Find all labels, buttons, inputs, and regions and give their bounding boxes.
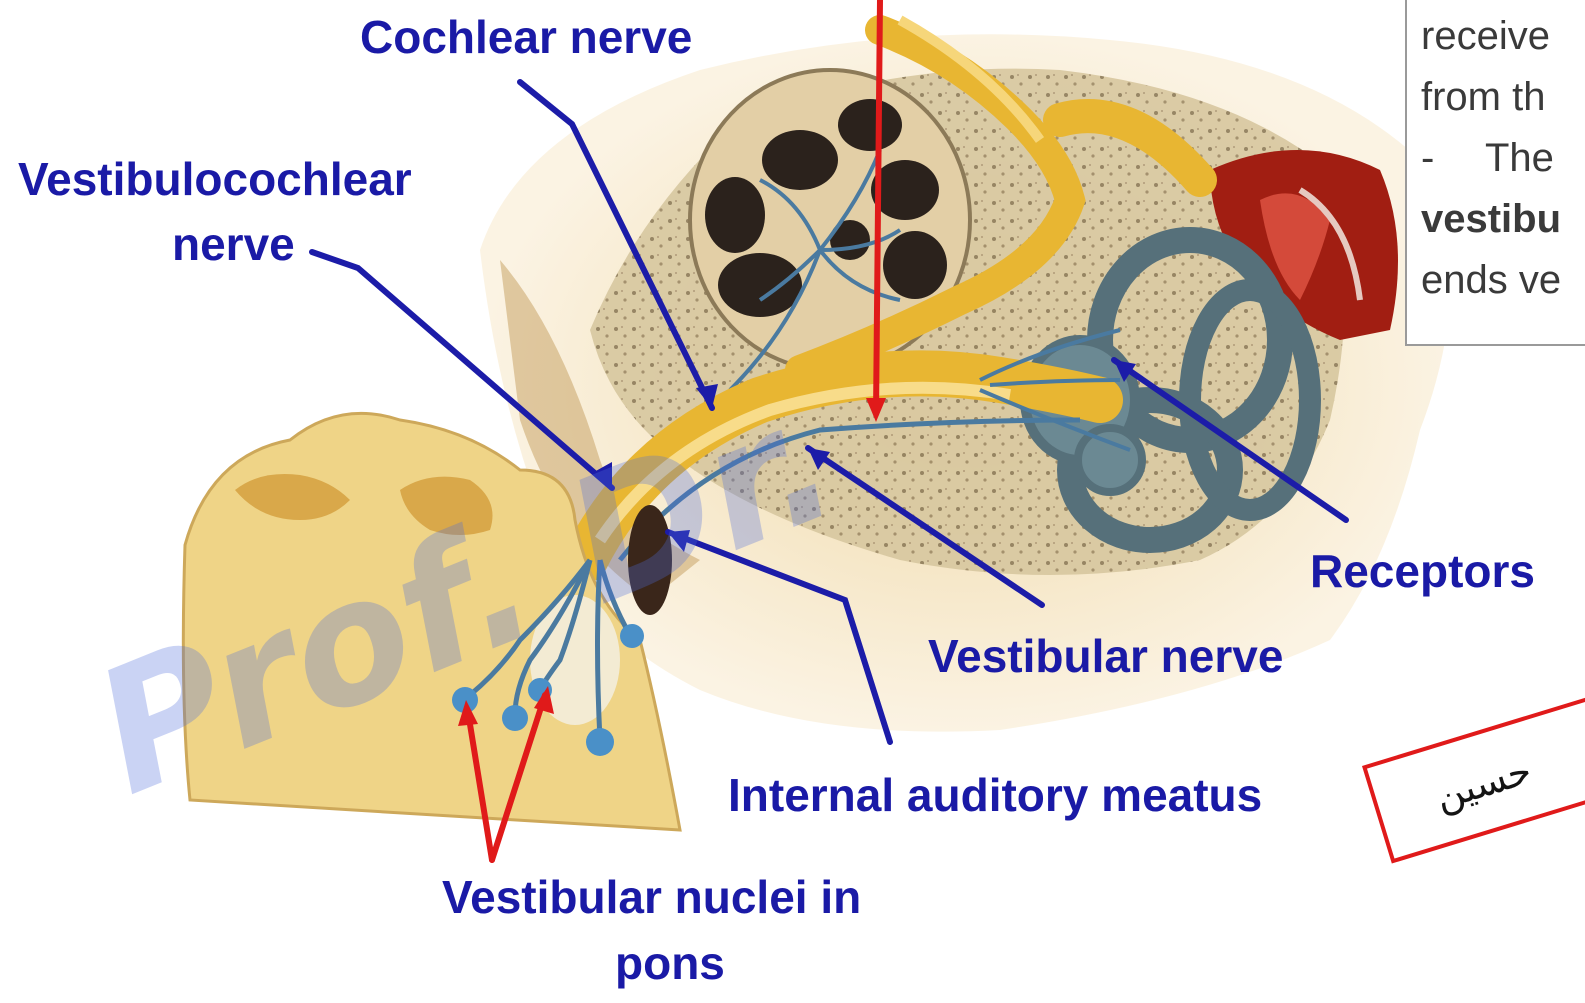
label-vestibular-nerve: Vestibular nerve	[928, 633, 1283, 679]
notes-line-2: from th	[1421, 67, 1585, 128]
label-vestibular-nuclei-line2: pons	[615, 940, 725, 986]
red-pointer-top	[876, 0, 880, 414]
label-cochlear-nerve: Cochlear nerve	[360, 14, 692, 60]
label-vestibulocochlear-nerve-line1: Vestibulocochlear	[18, 156, 412, 202]
notes-line-3: -The	[1421, 128, 1585, 189]
stamp-text: حسين	[1430, 748, 1536, 819]
notes-line-1: receive	[1421, 6, 1585, 67]
notes-line-3-text: The	[1485, 136, 1554, 180]
label-internal-auditory-meatus: Internal auditory meatus	[728, 772, 1262, 818]
label-vestibular-nuclei-line1: Vestibular nuclei in	[442, 874, 861, 920]
notes-text-box: receive from th -The vestibu ends ve	[1405, 0, 1585, 346]
notes-line-5: ends ve	[1421, 250, 1585, 311]
notes-line-4: vestibu	[1421, 189, 1585, 250]
internal-auditory-meatus-opening	[628, 505, 672, 615]
label-vestibulocochlear-nerve-line2: nerve	[172, 221, 295, 267]
label-receptors: Receptors	[1310, 548, 1535, 594]
notes-dash: -	[1421, 128, 1485, 189]
